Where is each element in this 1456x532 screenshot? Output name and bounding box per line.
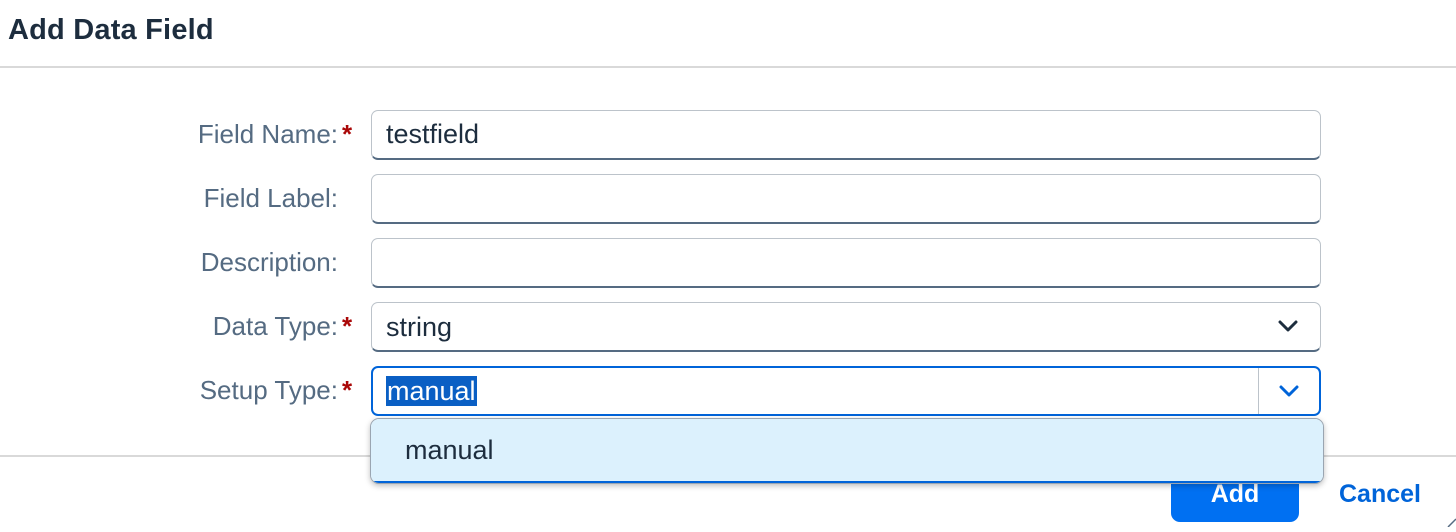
required-marker: *: [342, 375, 353, 405]
form-row-description: Description:: [0, 238, 1456, 288]
field-name-label: Field Name:: [197, 119, 338, 149]
field-name-input[interactable]: [371, 110, 1321, 160]
field-label-input[interactable]: [371, 174, 1321, 224]
add-button-label: Add: [1210, 480, 1260, 508]
required-marker: *: [342, 119, 353, 149]
combobox-divider: [1258, 368, 1259, 414]
required-marker: *: [342, 311, 353, 341]
description-input[interactable]: [371, 238, 1321, 288]
data-type-select[interactable]: string: [371, 302, 1321, 352]
dialog-title: Add Data Field: [8, 14, 214, 46]
form-row-setup-type: Setup Type: * manual: [0, 366, 1456, 416]
form-row-data-type: Data Type: * string: [0, 302, 1456, 352]
data-type-label: Data Type:: [212, 311, 338, 341]
cancel-button[interactable]: Cancel: [1316, 468, 1444, 522]
dialog-header: Add Data Field: [0, 0, 1456, 68]
chevron-down-icon[interactable]: [1258, 303, 1318, 351]
dropdown-option-manual[interactable]: manual: [371, 419, 1323, 483]
chevron-down-icon[interactable]: [1259, 368, 1319, 416]
setup-type-dropdown-list: manual: [370, 418, 1324, 484]
cancel-button-label: Cancel: [1339, 480, 1421, 508]
field-label-label: Field Label:: [203, 183, 338, 213]
setup-type-label: Setup Type:: [199, 375, 338, 405]
description-label: Description:: [200, 247, 338, 277]
resize-handle-icon: [1446, 514, 1456, 528]
form-row-field-label: Field Label:: [0, 174, 1456, 224]
dropdown-option-label: manual: [405, 435, 494, 465]
setup-type-combobox[interactable]: manual: [371, 366, 1321, 416]
form-row-field-name: Field Name: *: [0, 110, 1456, 160]
data-type-value: string: [386, 312, 453, 342]
setup-type-value[interactable]: manual: [386, 376, 477, 406]
